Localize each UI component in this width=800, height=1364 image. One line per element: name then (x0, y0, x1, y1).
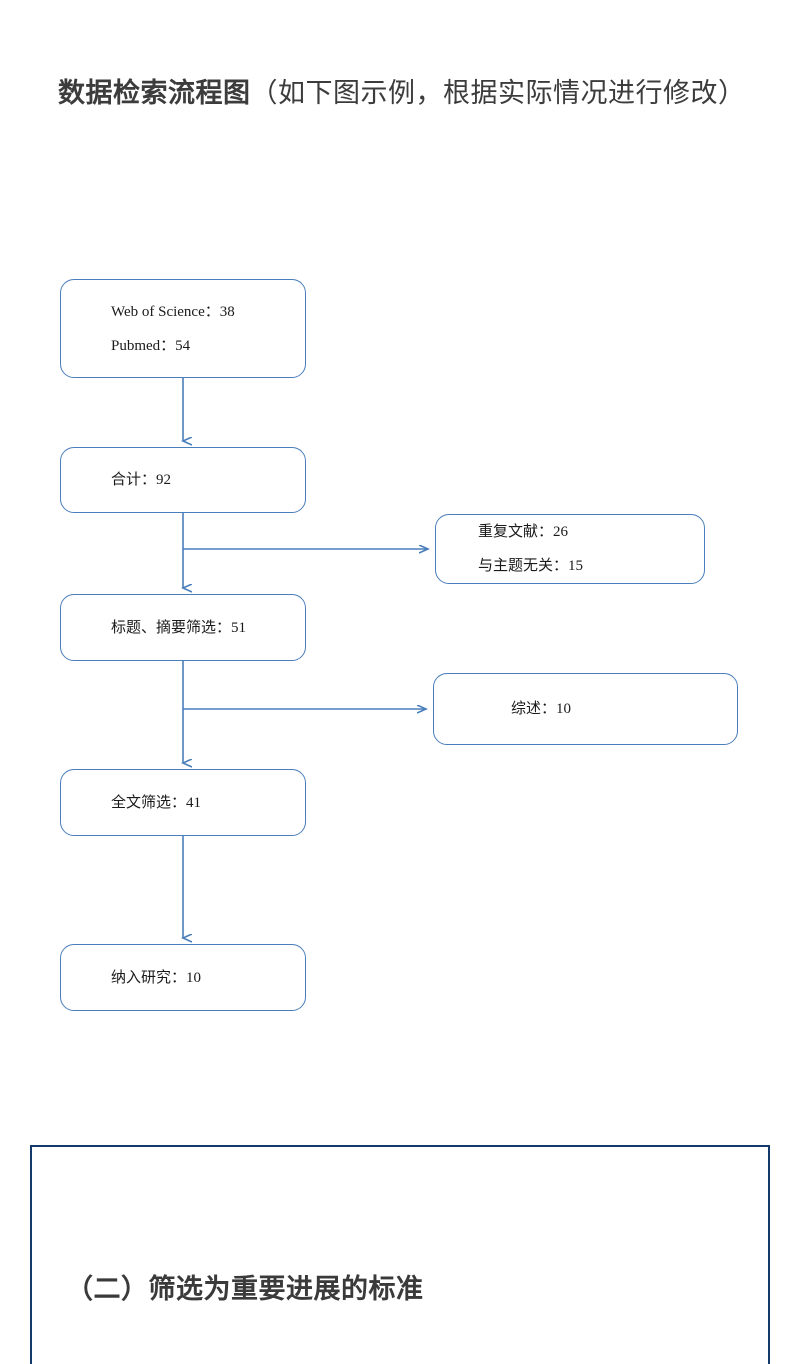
flow-node-sources-line1: Web of Science：38 (111, 303, 235, 320)
flow-node-sources[interactable]: Web of Science：38 Pubmed：54 (60, 279, 306, 378)
flow-node-title-screening-line1: 标题、摘要筛选：51 (111, 619, 247, 636)
page-title-rest: （如下图示例，根据实际情况进行修改） (250, 78, 746, 108)
page-title-strong: 数据检索流程图 (58, 78, 251, 108)
flow-node-duplicates[interactable]: 重复文献：26 与主题无关：15 (435, 514, 705, 584)
flow-node-review-line1: 综述：10 (511, 701, 572, 717)
flow-node-total[interactable]: 合计：92 (60, 447, 306, 513)
criteria-section-heading: （二）筛选为重要进展的标准 (66, 1274, 424, 1304)
flow-node-fulltext-screening-line1: 全文筛选：41 (111, 794, 202, 811)
flowchart: Web of Science：38 Pubmed：54 合计：92 重复文献：2… (0, 279, 800, 1060)
flow-node-title-screening[interactable]: 标题、摘要筛选：51 (60, 594, 306, 661)
flow-node-included-studies-line1: 纳入研究：10 (111, 969, 202, 986)
flow-node-fulltext-screening[interactable]: 全文筛选：41 (60, 769, 306, 836)
flow-node-included-studies[interactable]: 纳入研究：10 (60, 944, 306, 1011)
criteria-section-box: （二）筛选为重要进展的标准 (30, 1145, 770, 1364)
flow-node-review[interactable]: 综述：10 (433, 673, 738, 745)
page-title: 数据检索流程图（如下图示例，根据实际情况进行修改） (58, 62, 748, 124)
flowchart-connectors (0, 378, 800, 1060)
flow-node-duplicates-line2: 与主题无关：15 (478, 558, 584, 574)
flow-node-duplicates-line1: 重复文献：26 (478, 524, 569, 540)
flow-node-total-line1: 合计：92 (111, 472, 172, 488)
flow-node-sources-line2: Pubmed：54 (111, 337, 191, 354)
